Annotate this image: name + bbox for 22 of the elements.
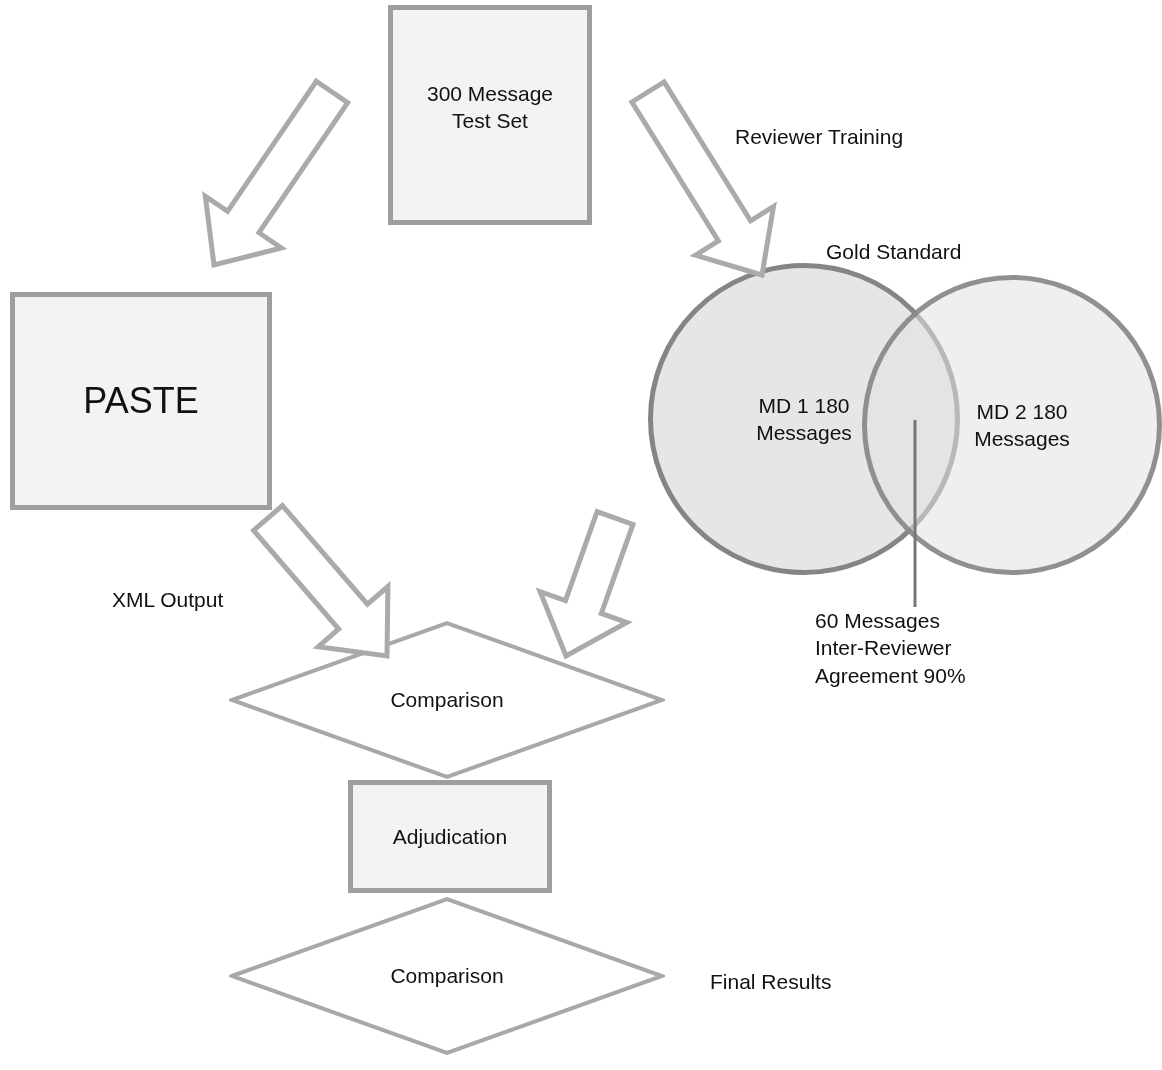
block-arrow [628, 78, 777, 279]
process-box [348, 780, 552, 893]
block-arrow [535, 508, 637, 660]
block-arrow [202, 77, 352, 269]
node-text: PASTE [83, 378, 199, 423]
leader-line [913, 420, 917, 607]
block-arrow [250, 502, 391, 659]
decision-diamond [229, 620, 665, 780]
edge-label: XML Output [112, 588, 224, 612]
process-box [388, 5, 592, 225]
node-text: Adjudication [392, 823, 508, 850]
node-text: Comparison [390, 963, 504, 990]
text-label: Gold Standard [826, 240, 962, 264]
node-text: MD 2 180 Messages [973, 398, 1071, 452]
edge-label: Reviewer Training [735, 125, 904, 149]
node-text: Comparison [390, 687, 504, 714]
decision-diamond [229, 896, 665, 1056]
text-label: Final Results [710, 970, 832, 994]
process-box [10, 292, 272, 510]
node-text: MD 1 180 Messages [755, 392, 853, 446]
annotation-text: 60 Messages Inter-Reviewer Agreement 90% [815, 608, 967, 689]
node-text: 300 Message Test Set [425, 81, 555, 135]
